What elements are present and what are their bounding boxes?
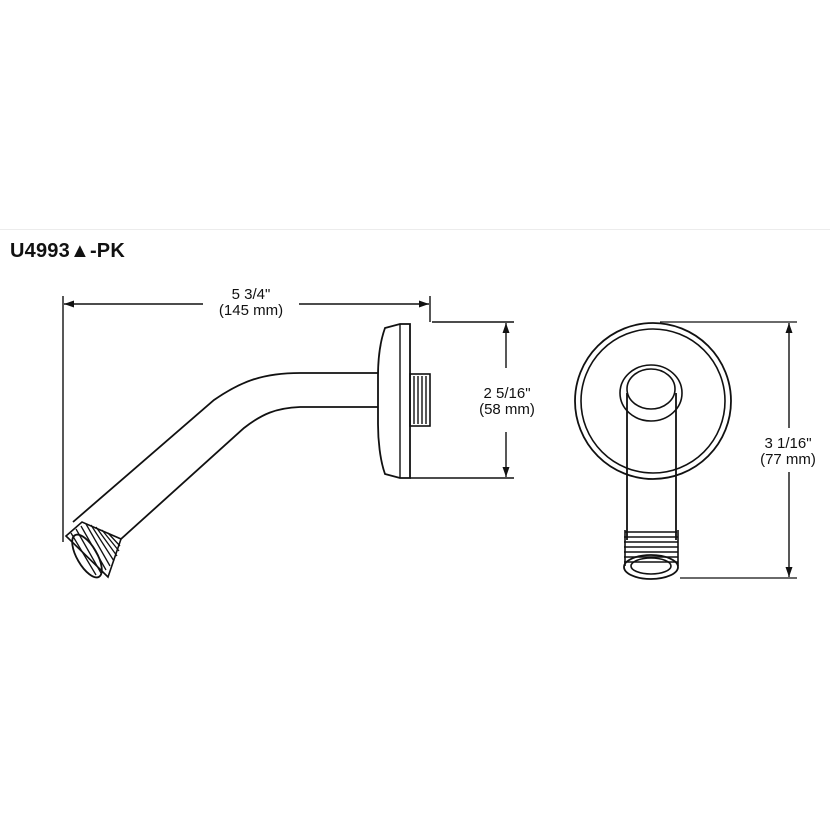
arm-top-edge [72, 372, 378, 523]
model-marker: ▲ [69, 240, 90, 262]
model-code: U4993 [10, 240, 70, 262]
back-thread-lines [413, 376, 427, 424]
side-view [62, 296, 514, 579]
back-nipple [409, 373, 431, 427]
flange-inner-circle [580, 328, 726, 474]
overall-height-label: 3 1/16" (77 mm) [748, 436, 828, 468]
model-number: U4993▲-PK [10, 240, 125, 263]
flange-side [377, 323, 411, 479]
overall-height-imperial: 3 1/16" [764, 435, 812, 452]
flange-height-label: 2 5/16" (58 mm) [467, 386, 547, 418]
model-suffix: -PK [89, 240, 125, 262]
front-tip-bore [630, 557, 672, 575]
length-metric: (145 mm) [218, 302, 284, 319]
flange-height-imperial: 2 5/16" [483, 385, 531, 402]
arm-bottom-edge [120, 406, 378, 540]
overall-height-metric: (77 mm) [760, 451, 816, 468]
tip-thread-body [64, 521, 122, 579]
front-thread [624, 531, 678, 563]
length-imperial: 5 3/4" [231, 286, 271, 303]
tip-opening [71, 533, 103, 579]
flange-outer-circle [574, 322, 732, 480]
arm-body [626, 393, 677, 540]
header-divider [0, 229, 830, 230]
front-tip-opening [623, 554, 679, 580]
front-view [574, 321, 797, 580]
length-label: 5 3/4" (145 mm) [203, 287, 299, 319]
flange-height-metric: (58 mm) [479, 401, 535, 418]
arm-collar-outer [619, 364, 683, 422]
front-thread-sides [624, 530, 679, 566]
arm-collar-inner [626, 368, 676, 410]
